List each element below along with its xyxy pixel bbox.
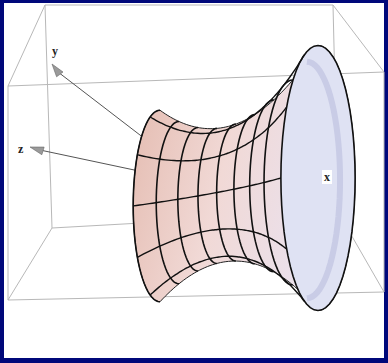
mesh-ring — [264, 80, 293, 285]
box-edge — [8, 86, 9, 300]
axis-label: z — [16, 142, 25, 156]
box-edge — [8, 5, 45, 86]
box-edge — [45, 5, 52, 228]
hyperboloid-surface — [133, 45, 355, 310]
box-edge — [45, 5, 333, 6]
mesh-line — [133, 178, 281, 206]
box-edge — [8, 228, 52, 300]
surface-fill — [133, 45, 355, 310]
box-edge — [333, 5, 384, 72]
box-edge — [384, 72, 385, 292]
axis-arrowhead — [30, 147, 44, 155]
mesh-line — [137, 229, 286, 257]
inner-shade — [307, 62, 340, 299]
plot-panel — [4, 3, 384, 358]
mesh-line — [137, 107, 286, 161]
mesh-line — [150, 256, 304, 301]
tube-opening — [281, 45, 355, 310]
mesh-line — [150, 55, 304, 134]
axis-label: y — [50, 44, 60, 58]
axis-arrowhead — [52, 64, 63, 77]
axis-label: x — [322, 170, 332, 184]
